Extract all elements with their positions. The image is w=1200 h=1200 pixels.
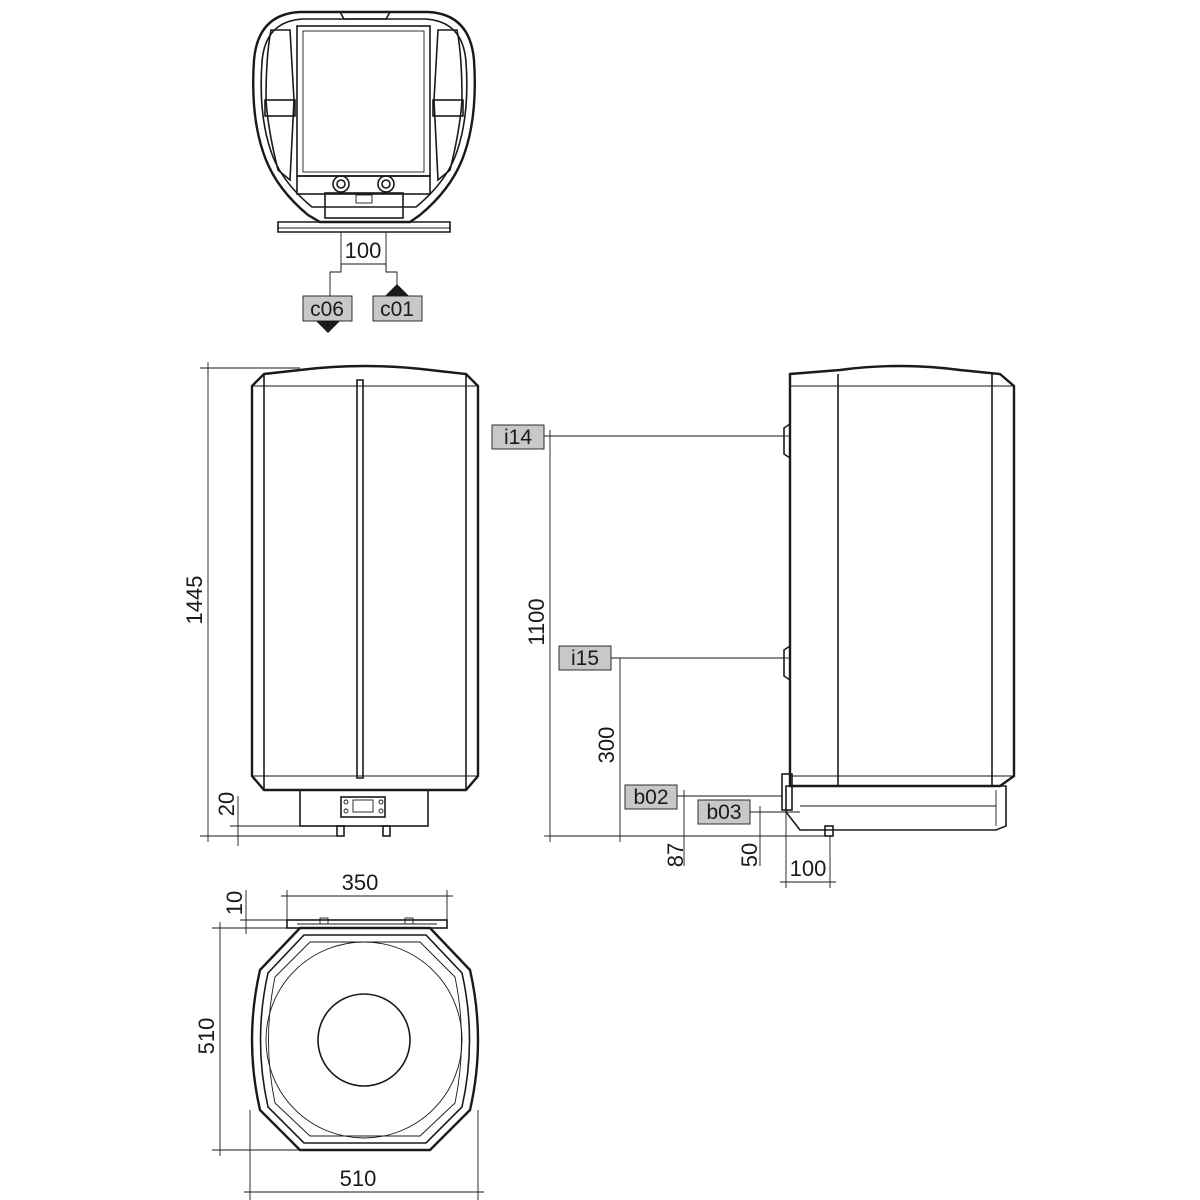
dimension-lower-bracket: 300 [594, 658, 621, 842]
svg-text:i14: i14 [504, 426, 532, 449]
label-c06: c06 [302, 295, 353, 333]
dimension-bracket-spacing: 1100 [524, 430, 560, 842]
dim-text-height: 1445 [182, 576, 207, 625]
dim-text-b02-height: 87 [663, 843, 688, 867]
dimension-inlet-spacing: 100 [329, 232, 398, 296]
dimension-bracket-width: 350 [281, 870, 453, 920]
dim-text-bracket-depth: 10 [222, 891, 247, 915]
dimension-width: 510 [244, 1110, 484, 1200]
dimension-height: 1445 [182, 362, 337, 842]
label-b02: b02 87 [624, 784, 782, 867]
plan-view [250, 917, 480, 1152]
rear-view [252, 10, 476, 233]
dim-text-depth: 510 [194, 1018, 219, 1055]
svg-text:c06: c06 [310, 298, 344, 321]
dim-text-bottom-offset: 20 [214, 792, 239, 816]
dim-text-width: 510 [340, 1166, 377, 1191]
svg-text:c01: c01 [380, 298, 414, 321]
dim-text-b03-height: 50 [737, 843, 762, 867]
dim-text-inlet-spacing: 100 [345, 238, 382, 263]
dim-text-bracket-width: 350 [342, 870, 379, 895]
dimension-depth: 510 [194, 922, 300, 1156]
svg-text:i15: i15 [571, 647, 599, 670]
dimension-bracket-depth: 10 [222, 890, 300, 934]
dimension-wall-offset: 100 [780, 812, 836, 888]
front-view [250, 364, 480, 837]
label-i14: i14 [491, 424, 784, 450]
label-i15: i15 [558, 645, 784, 671]
dim-text-lower-bracket: 300 [594, 727, 619, 764]
dimension-bottom-offset: 20 [214, 792, 300, 846]
svg-text:b02: b02 [633, 786, 668, 809]
label-b03: b03 50 [697, 799, 800, 867]
dim-text-bracket-spacing: 1100 [524, 598, 549, 645]
label-c01: c01 [372, 284, 423, 322]
dim-text-wall-offset: 100 [790, 856, 827, 881]
side-view [781, 364, 1016, 837]
svg-text:b03: b03 [706, 801, 741, 824]
